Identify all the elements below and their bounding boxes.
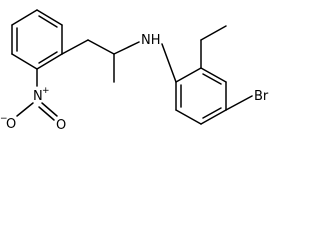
- oxygen-negative-charge: −: [0, 114, 8, 124]
- bond: [200, 67, 227, 83]
- bond: [16, 102, 34, 117]
- bond: [200, 25, 227, 41]
- double-bond-inner: [38, 106, 55, 121]
- nitro-oxygen-single-label: O: [6, 117, 16, 132]
- double-bond-inner: [202, 107, 222, 119]
- bond: [11, 53, 38, 70]
- bond: [200, 109, 227, 125]
- bond: [36, 9, 63, 26]
- double-bond-inner: [38, 15, 58, 28]
- nitro-group: N + O − O: [0, 86, 66, 133]
- bond: [113, 41, 140, 55]
- double-bond-inner: [38, 51, 58, 64]
- bond: [41, 102, 58, 117]
- bond: [175, 109, 202, 125]
- bond: [61, 39, 89, 55]
- nitro-nitrogen-label: N: [33, 89, 43, 104]
- double-bond-inner: [202, 73, 222, 85]
- bromine-label: Br: [254, 89, 269, 104]
- ethyl-linker: [87, 39, 140, 83]
- bond: [161, 43, 177, 83]
- chemical-structure-diagram: N + O − O NH Br: [0, 9, 269, 133]
- nitro-positive-charge: +: [42, 86, 50, 96]
- bond: [175, 67, 202, 83]
- nitro-oxygen-double-label: O: [56, 118, 66, 133]
- amine-label: NH: [141, 33, 161, 48]
- bond: [87, 39, 115, 55]
- bond: [225, 95, 253, 111]
- bond: [11, 9, 38, 26]
- nitrophenyl-ring: [11, 9, 63, 70]
- bromo-methyl-phenyl-ring: [175, 67, 227, 125]
- bond: [36, 53, 63, 70]
